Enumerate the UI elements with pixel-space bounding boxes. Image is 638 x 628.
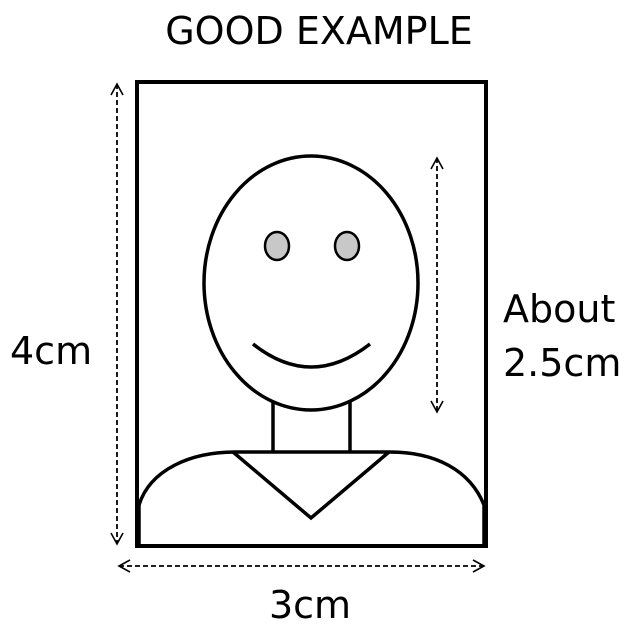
face-height-label: About 2.5cm <box>503 282 621 390</box>
left-eye-icon <box>265 232 289 260</box>
width-label: 3cm <box>0 582 620 628</box>
right-eye-icon <box>335 232 359 260</box>
face-label-line1: About <box>503 282 621 336</box>
head <box>204 156 418 410</box>
height-label: 4cm <box>10 328 92 374</box>
face-label-line2: 2.5cm <box>503 336 621 390</box>
